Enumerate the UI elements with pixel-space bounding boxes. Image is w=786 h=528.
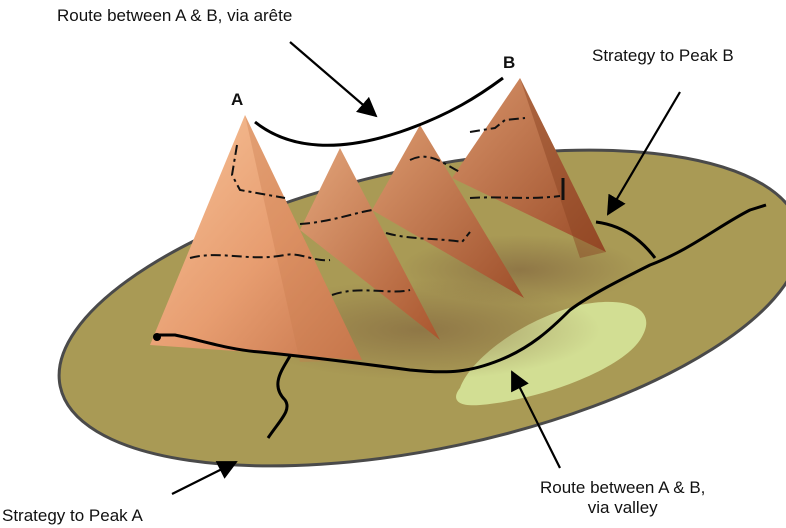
label-route-valley: Route between A & B, via valley xyxy=(540,478,705,518)
peak-2 xyxy=(300,148,440,340)
peak-b xyxy=(452,78,606,252)
label-peak-b: B xyxy=(503,53,516,72)
route-start-dot xyxy=(153,333,161,341)
peak-a-shade xyxy=(245,115,362,362)
valley-routes xyxy=(158,203,767,439)
label-route-valley-line2: via valley xyxy=(587,498,658,517)
label-peak-a: A xyxy=(231,90,244,109)
peak-trails xyxy=(189,117,561,296)
peak-b-side xyxy=(520,78,606,258)
label-route-arete: Route between A & B, via arête xyxy=(57,6,293,25)
label-strategy-peak-a: Strategy to Peak A xyxy=(2,506,143,525)
route-arete-line xyxy=(254,76,504,147)
label-route-valley-line1: Route between A & B, xyxy=(540,478,706,497)
label-strategy-peak-b: Strategy to Peak B xyxy=(592,46,734,65)
peak-3 xyxy=(372,125,524,298)
annotation-arrows xyxy=(171,41,681,495)
peak-a xyxy=(150,115,362,360)
